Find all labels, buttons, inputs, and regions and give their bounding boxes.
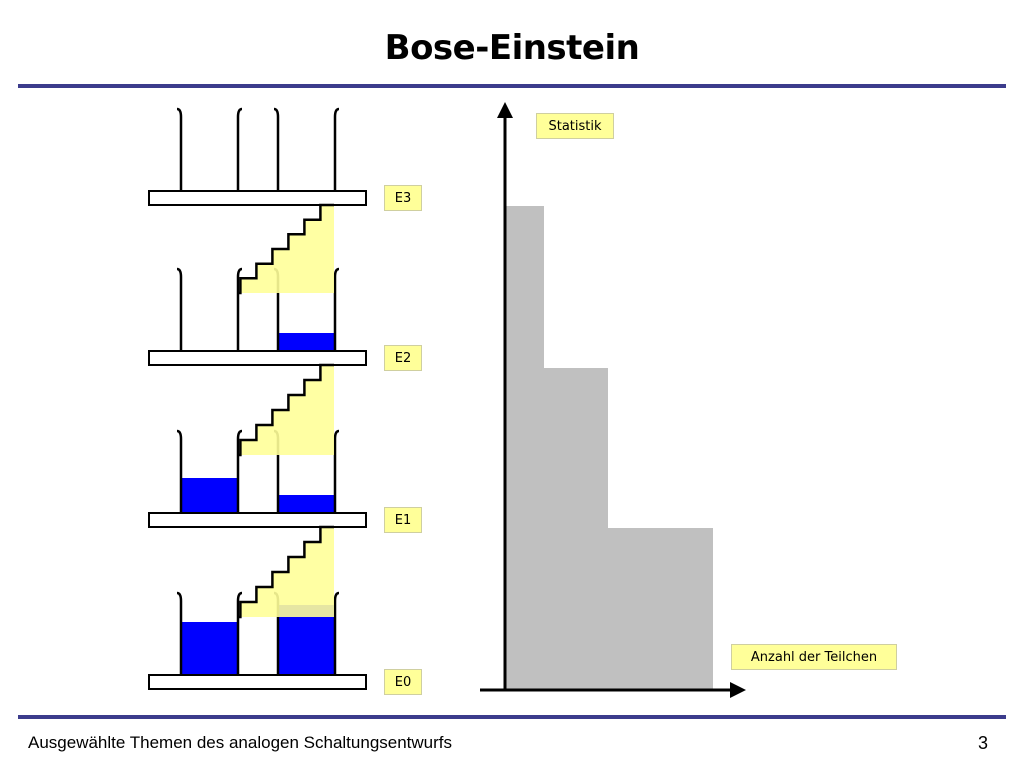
- tube-wall-e0: [333, 591, 340, 675]
- tube-wall-e1: [236, 429, 243, 513]
- water-e1-3: [279, 495, 334, 513]
- y-axis-arrow: [497, 102, 513, 118]
- water-e2-3: [279, 333, 334, 351]
- tube-wall-e3: [333, 107, 340, 191]
- shelf-e0: [148, 674, 367, 690]
- level-label-e2: E2: [384, 345, 422, 371]
- tube-wall-e3: [273, 107, 280, 191]
- top-divider: [18, 84, 1006, 88]
- tube-wall-e3: [176, 107, 183, 191]
- tube-wall-e1: [333, 429, 340, 513]
- tube-wall-e0: [236, 591, 243, 675]
- tube-wall-e1: [176, 429, 183, 513]
- x-axis-label: Anzahl der Teilchen: [731, 644, 897, 670]
- tube-wall-e2: [236, 267, 243, 351]
- tube-wall-e2: [176, 267, 183, 351]
- water-e1-1: [182, 478, 237, 513]
- staircases: [238, 203, 334, 619]
- stair-line-3: [238, 525, 334, 619]
- histogram-axes: [480, 102, 746, 698]
- footer-text: Ausgewählte Themen des analogen Schaltun…: [28, 733, 453, 752]
- tube-wall-e2: [333, 267, 340, 351]
- tube-wall-e0: [176, 591, 183, 675]
- page-number: 3: [977, 733, 988, 753]
- x-axis-arrow: [730, 682, 746, 698]
- bottom-divider: [18, 715, 1006, 719]
- shelf-e1: [148, 512, 367, 528]
- stair-line-1: [238, 203, 334, 295]
- shelf-e2: [148, 350, 367, 366]
- level-label-e3: E3: [384, 185, 422, 211]
- y-axis-label: Statistik: [536, 113, 614, 139]
- histogram-bar-e1: [505, 528, 713, 690]
- tube-wall-e3: [236, 107, 243, 191]
- level-label-e0: E0: [384, 669, 422, 695]
- statistics-histogram: [505, 206, 713, 690]
- page-title: Bose-Einstein: [384, 28, 640, 68]
- water-e0-1: [182, 622, 237, 675]
- shelf-e3: [148, 190, 367, 206]
- level-label-e1: E1: [384, 507, 422, 533]
- stair-line-2: [238, 363, 334, 457]
